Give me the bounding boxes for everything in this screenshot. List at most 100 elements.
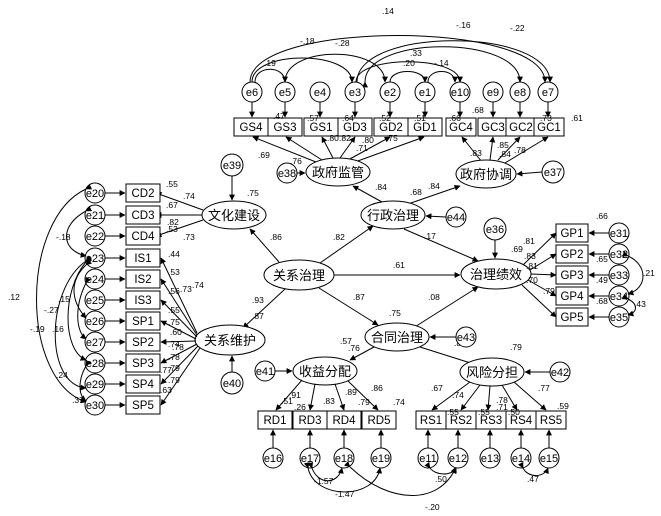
svg-text:.37: .37: [72, 395, 84, 405]
indicator-sp1: SP1: [125, 311, 161, 331]
svg-text:e11: e11: [419, 453, 437, 465]
indicator-gd2: GD2: [373, 117, 409, 137]
svg-text:GS3: GS3: [273, 122, 296, 134]
error-e1: e1: [414, 81, 436, 103]
error-e34: e34: [588, 285, 630, 307]
svg-text:GC3: GC3: [481, 122, 505, 134]
svg-text:.77: .77: [160, 365, 172, 375]
left-indicators: CD2 CD3 CD4 IS1 IS2 IS3 SP1 SP2 SP3 SP4 …: [125, 183, 161, 415]
svg-text:-.16: -.16: [456, 20, 471, 30]
svg-text:e35: e35: [610, 312, 628, 324]
latent-zfxt-group: 政府协调 .83 .85 .84 .78: [455, 136, 549, 189]
svg-text:CD3: CD3: [131, 210, 154, 222]
svg-text:.66: .66: [596, 211, 608, 221]
svg-text:.26: .26: [294, 402, 306, 412]
error-e32: e32: [588, 243, 630, 265]
svg-text:.71: .71: [496, 402, 508, 412]
latent-zfjg: [305, 157, 371, 187]
svg-text:GC1: GC1: [537, 122, 561, 134]
svg-text:e3: e3: [349, 87, 361, 99]
svg-text:.74: .74: [393, 397, 405, 407]
latent-syfp-group: 收益分配 .91 .51 .26 .83 .89 .79 .86 .74: [275, 356, 405, 412]
svg-text:e28: e28: [86, 358, 104, 370]
svg-text:.71: .71: [356, 143, 368, 153]
svg-text:.83: .83: [323, 396, 335, 406]
svg-text:e19: e19: [372, 453, 390, 465]
svg-text:-.28: -.28: [335, 38, 350, 48]
svg-text:.33: .33: [410, 48, 422, 58]
svg-text:.79: .79: [168, 363, 180, 373]
svg-text:e5: e5: [279, 87, 291, 99]
svg-text:e18: e18: [335, 453, 353, 465]
svg-text:.56: .56: [168, 286, 180, 296]
svg-text:e7: e7: [542, 87, 554, 99]
svg-text:.79: .79: [543, 286, 555, 296]
latent-zfxt: [455, 159, 517, 189]
svg-text:.63: .63: [160, 385, 172, 395]
svg-text:.57: .57: [307, 113, 319, 123]
svg-text:.78: .78: [496, 395, 508, 405]
svg-text:RS2: RS2: [450, 415, 472, 427]
svg-text:.87: .87: [252, 311, 264, 321]
svg-text:.82: .82: [333, 232, 345, 242]
svg-text:e24: e24: [86, 274, 104, 286]
indicator-sp4: SP4: [125, 374, 161, 394]
error-e22: e22: [84, 225, 126, 247]
indicator-cd3: CD3: [125, 205, 161, 225]
svg-text:e32: e32: [610, 249, 628, 261]
svg-text:e40: e40: [223, 378, 241, 390]
svg-text:.73: .73: [183, 232, 195, 242]
svg-text:GD1: GD1: [413, 122, 437, 134]
error-e23: e23: [84, 247, 126, 269]
svg-text:.55: .55: [478, 407, 490, 417]
indicator-rd1: RD1: [257, 410, 293, 430]
svg-text:e39: e39: [223, 160, 241, 172]
top-box-labels: .47 .57 .64 .52 .51 .66 .68 .73 .61: [273, 105, 583, 123]
svg-text:.50: .50: [508, 407, 520, 417]
svg-text:e4: e4: [314, 87, 326, 99]
svg-text:关系治理: 关系治理: [273, 269, 325, 284]
svg-text:e16: e16: [264, 453, 282, 465]
svg-text:IS1: IS1: [134, 253, 151, 265]
indicator-gc4: GC4: [445, 117, 477, 137]
svg-text:.77: .77: [538, 383, 550, 393]
latent-xzzl: [360, 200, 426, 230]
svg-text:e10: e10: [451, 87, 469, 99]
svg-text:e27: e27: [86, 337, 104, 349]
svg-text:行政治理: 行政治理: [367, 209, 419, 224]
error-e9: e9: [482, 81, 504, 103]
error-e33: e33: [588, 264, 630, 286]
error-e6: e6: [241, 81, 263, 103]
indicator-is2: IS2: [125, 269, 161, 289]
error-e27: e27: [84, 331, 126, 353]
svg-text:-.14: -.14: [434, 58, 449, 68]
svg-text:e14: e14: [512, 453, 530, 465]
svg-text:SP2: SP2: [132, 337, 154, 349]
svg-text:IS2: IS2: [134, 274, 151, 286]
svg-text:e38: e38: [278, 168, 296, 180]
indicator-cd4: CD4: [125, 226, 161, 246]
svg-text:e15: e15: [540, 453, 558, 465]
error-e20: e20: [84, 182, 126, 204]
svg-text:e42: e42: [551, 367, 569, 379]
error-e24: e24: [84, 268, 126, 290]
svg-text:.81: .81: [523, 236, 535, 246]
svg-text:-1.47: -1.47: [335, 489, 355, 499]
svg-text:GP4: GP4: [560, 291, 584, 303]
svg-text:.75: .75: [386, 133, 398, 143]
left-covariance-arcs: .12 -.18 -.27 .15 -.19 .16 .24 .37: [8, 183, 93, 405]
svg-text:e13: e13: [481, 453, 499, 465]
error-e17: e17: [299, 429, 321, 469]
svg-text:.19: .19: [264, 58, 276, 68]
svg-text:.70: .70: [526, 275, 538, 285]
indicator-gp2: GP2: [555, 244, 589, 264]
svg-text:-.19: -.19: [30, 324, 45, 334]
svg-text:CD4: CD4: [131, 231, 155, 243]
svg-text:SP3: SP3: [132, 358, 154, 370]
svg-text:-.20: -.20: [425, 502, 440, 512]
latent-fxfd-group: 风险分担 .67 .74 .78 .71 .77 .59: [431, 357, 569, 412]
svg-text:.83: .83: [524, 251, 536, 261]
svg-text:.68: .68: [472, 105, 484, 115]
indicator-rs1: RS1: [415, 410, 447, 430]
svg-text:e6: e6: [246, 87, 258, 99]
